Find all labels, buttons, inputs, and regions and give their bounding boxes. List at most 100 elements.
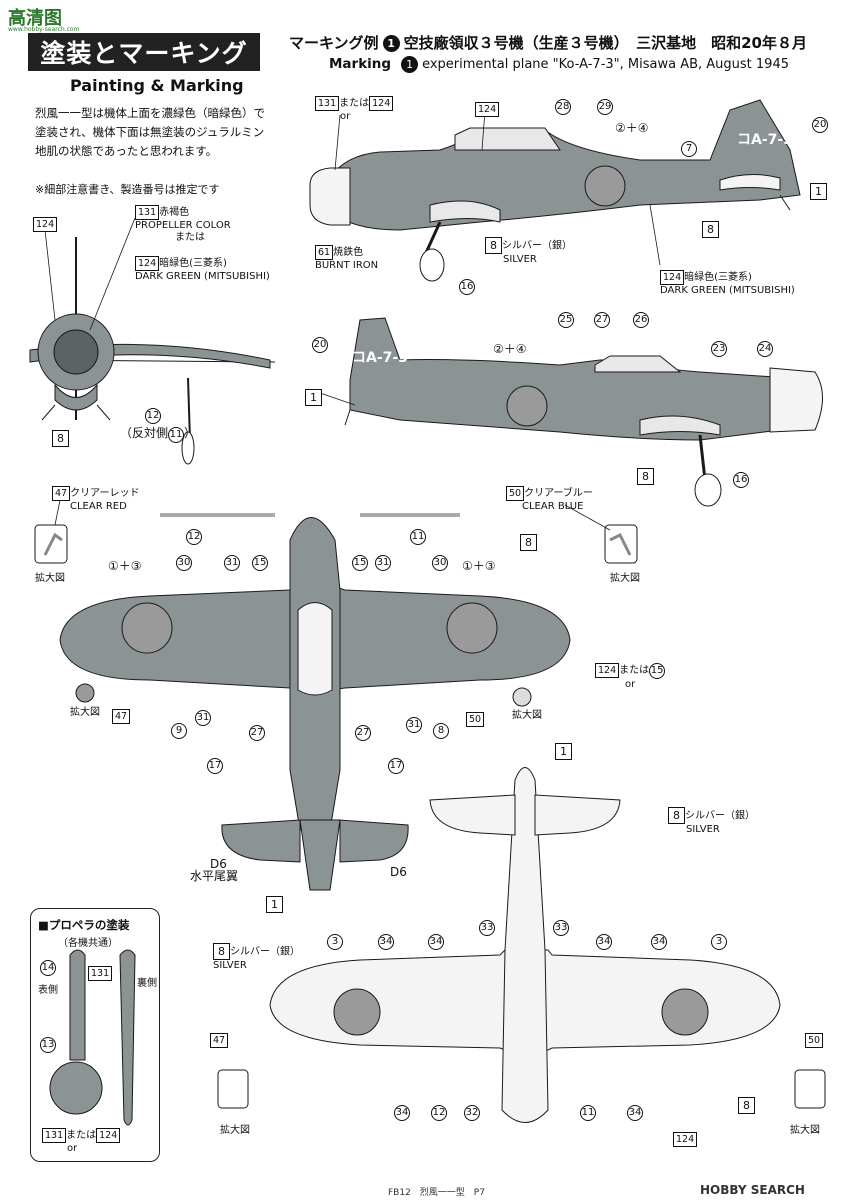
tail-code-top: コA-7-3 (737, 132, 793, 148)
label-enlarge-6: 拡大図 (790, 1125, 820, 1136)
propeller-subtitle: （各機共通） (58, 938, 118, 949)
callout-27-r: 27 (355, 720, 371, 741)
side-view-right (344, 317, 823, 507)
label-enlarge-4: 拡大図 (512, 710, 542, 721)
label-1-bottom: 1 (305, 386, 322, 406)
callout-12-top: 12 (186, 524, 202, 545)
callout-30-left: 30 (176, 550, 192, 571)
callout-15-left: 15 (252, 550, 268, 571)
bottom-view (217, 767, 826, 1123)
propeller-title: ■プロペラの塗装 (38, 918, 130, 932)
callout-30-right: 30 (432, 550, 448, 571)
side-view-left (309, 99, 801, 282)
marking-sub-number: 1 (401, 56, 419, 73)
label-front-side: 表側 (38, 985, 58, 996)
callout-31-right: 31 (375, 550, 391, 571)
label-enlarge-5: 拡大図 (220, 1125, 250, 1136)
propeller-panel (30, 908, 160, 1162)
callout-34-a: 34 (378, 929, 394, 950)
top-view (59, 513, 571, 891)
label-2p4-top: ②＋④ (615, 121, 649, 135)
label-8-bottom: 8 (637, 465, 654, 485)
label-1-tail: 1 (266, 893, 283, 913)
label-47-bottom: 47 (210, 1028, 229, 1048)
intro-text: 烈風一一型は機体上面を濃緑色（暗緑色）で塗装され、機体下面は無塗装のジュラルミン… (35, 106, 265, 158)
watermark-url: www.hobby-search.com (8, 26, 80, 33)
enlarge-details (34, 524, 638, 707)
callout-11-bottom: 11 (580, 1100, 596, 1121)
callout-9: 9 (171, 718, 187, 739)
section-title-en: Painting & Marking (70, 76, 244, 95)
callout-13: 13 (40, 1032, 56, 1053)
front-view (29, 237, 276, 465)
callout-33-l: 33 (479, 915, 495, 936)
callout-34-c: 34 (596, 929, 612, 950)
callout-3-l: 3 (327, 929, 343, 950)
callout-34-b: 34 (428, 929, 444, 950)
label-back-side: 裏側 (137, 978, 157, 989)
callout-24: 24 (757, 336, 773, 357)
callout-27-side: 27 (594, 307, 610, 328)
label-1-bottomview: 1 (555, 740, 572, 760)
callout-25: 25 (558, 307, 574, 328)
callout-14: 14 (40, 955, 56, 976)
label-enlarge-3: 拡大図 (70, 707, 100, 718)
marking-sub-text: experimental plane "Ko-A-7-3", Misawa AB… (422, 57, 789, 72)
tail-code-bottom: コA-7-3 (352, 350, 408, 366)
callout-20-bottom: 20 (312, 332, 328, 353)
propeller-drawings (49, 949, 136, 1126)
label-50: 50 (466, 707, 485, 727)
callout-16-top: 16 (459, 274, 475, 295)
callout-27-l: 27 (249, 720, 265, 741)
callout-20-top: 20 (812, 112, 828, 133)
callout-29: 29 (597, 94, 613, 115)
label-1p3-left: ①＋③ (108, 559, 142, 573)
label-124-front: 124 (33, 212, 58, 232)
callout-11-top: 11 (410, 524, 426, 545)
label-8-bottomright: 8 (738, 1094, 755, 1114)
callout-28: 28 (555, 94, 571, 115)
label-8-topview: 8 (520, 531, 537, 551)
callout-12-bottom: 12 (431, 1100, 447, 1121)
callout-34-e: 34 (394, 1100, 410, 1121)
callout-34-f: 34 (627, 1100, 643, 1121)
label-2p4-bottom: ②＋④ (493, 342, 527, 356)
label-8-top: 8 (702, 218, 719, 238)
watermark-logo: 高清图 (8, 8, 62, 29)
marking-heading-text: 空技廠領収３号機（生産３号機） 三沢基地 昭和20年８月 (403, 34, 807, 52)
callout-34-d: 34 (651, 929, 667, 950)
label-enlarge-1: 拡大図 (35, 573, 65, 584)
callout-17-r: 17 (388, 753, 404, 774)
marking-sub-label: Marking (329, 56, 392, 72)
label-50-bottom: 50 (805, 1028, 824, 1048)
callout-3-r: 3 (711, 929, 727, 950)
callout-31-bl: 31 (195, 705, 211, 726)
estimate-note: ※細部注意書き、製造番号は推定です (35, 183, 220, 196)
callout-31-br: 31 (406, 712, 422, 733)
leader-lines (44, 109, 661, 531)
callout-31-left: 31 (224, 550, 240, 571)
label-enlarge-2: 拡大図 (610, 573, 640, 584)
page-footer: FB12 烈風一一型 P7 (388, 1188, 485, 1198)
callout-33-r: 33 (553, 915, 569, 936)
marking-number: 1 (382, 35, 400, 52)
callout-12-front: 12 (145, 403, 161, 424)
label-47: 47 (112, 704, 131, 724)
label-d6-right: D6 (390, 865, 407, 879)
